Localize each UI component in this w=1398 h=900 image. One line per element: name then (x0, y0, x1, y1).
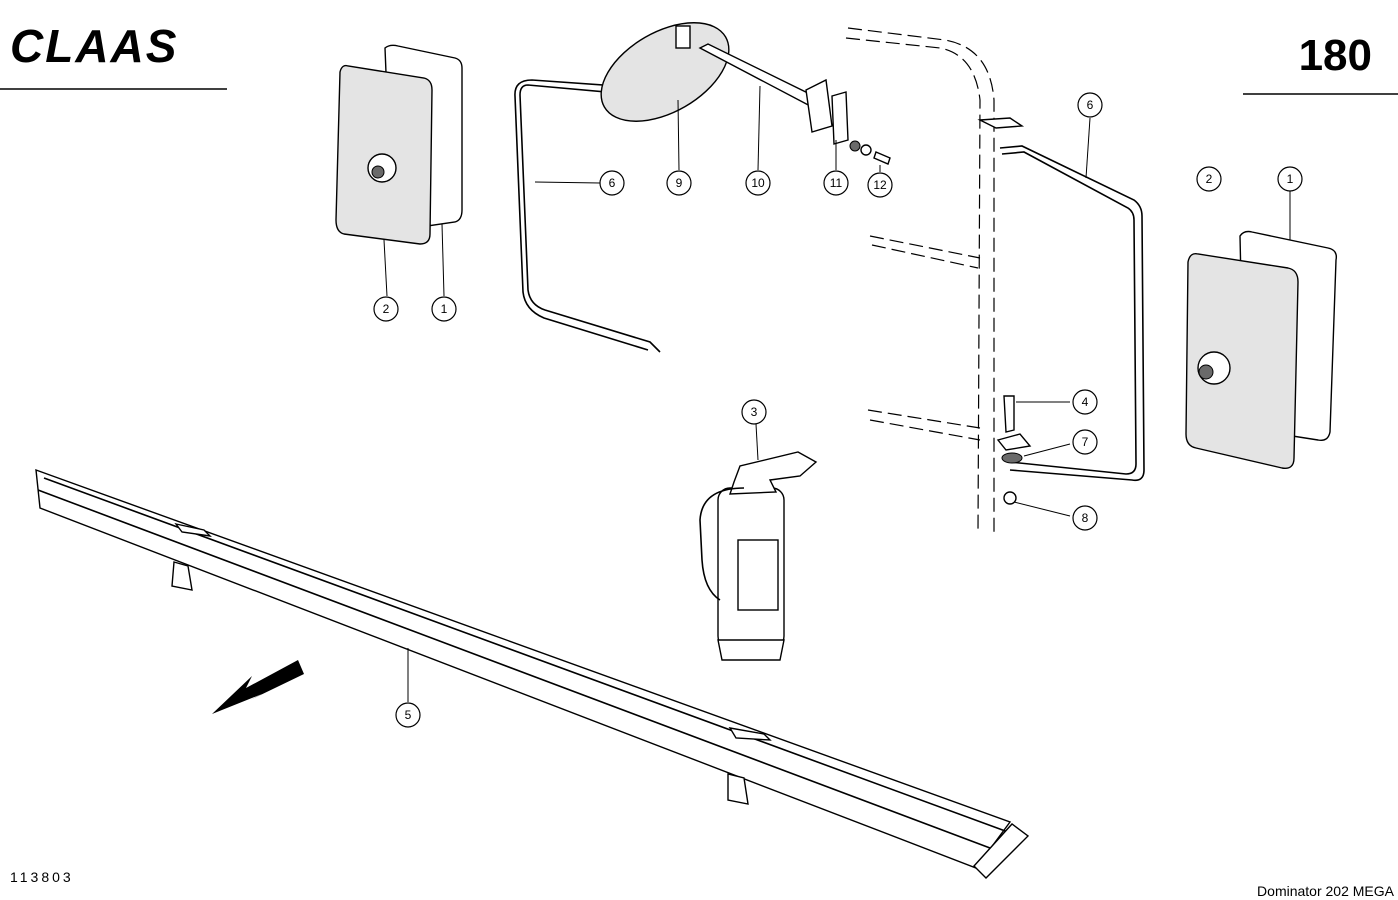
callout-side-rail: 5 (395, 702, 421, 728)
right-mirror-housing (1185, 252, 1299, 469)
svg-text:1: 1 (1287, 172, 1294, 186)
callout-mirror-arm: 10 (745, 170, 771, 196)
model-name: Dominator 202 MEGA (1257, 883, 1395, 899)
nut (1003, 491, 1017, 505)
header: CLAAS 180 (0, 20, 1398, 95)
side-rail-assembly (35, 468, 1030, 879)
callout-bolt: 4 (1072, 389, 1098, 415)
svg-text:12: 12 (873, 178, 887, 192)
top-mirror (600, 22, 730, 122)
svg-text:8: 8 (1082, 511, 1089, 525)
drawing-number: 113803 (10, 869, 74, 885)
left-mirror (335, 44, 463, 297)
callout-left-mirror-glass: 1 (431, 296, 457, 322)
brand-logo: CLAAS (10, 20, 178, 72)
clamp-bracket (805, 78, 833, 133)
top-mirror-pivot (675, 25, 691, 49)
callout-right-bracket: 6 (1077, 92, 1103, 118)
svg-text:4: 4 (1082, 395, 1089, 409)
svg-text:11: 11 (830, 176, 843, 190)
fire-extinguisher-label (737, 539, 779, 611)
direction-arrow-icon (212, 660, 304, 714)
svg-text:2: 2 (1206, 172, 1213, 186)
callout-screw: 12 (867, 172, 893, 198)
right-mirror (1185, 190, 1338, 469)
fire-extinguisher-base (717, 639, 785, 661)
svg-text:6: 6 (1087, 98, 1094, 112)
washer-small (849, 140, 861, 152)
right-bracket-assembly (996, 117, 1145, 517)
svg-text:3: 3 (751, 405, 758, 419)
right-mirror-ball-center (1198, 364, 1214, 380)
svg-text:10: 10 (751, 176, 765, 190)
bolt (1003, 395, 1015, 433)
svg-text:1: 1 (441, 302, 448, 316)
svg-text:2: 2 (383, 302, 390, 316)
callout-left-mirror-housing: 2 (373, 296, 399, 322)
svg-text:5: 5 (405, 708, 412, 722)
callout-washer: 7 (1072, 429, 1098, 455)
washer (1001, 452, 1023, 464)
footer: 113803 Dominator 202 MEGA (10, 869, 1395, 899)
clamp-plate (831, 91, 849, 145)
left-bracket (519, 84, 661, 353)
callout-nut: 8 (1072, 505, 1098, 531)
screw (873, 151, 891, 165)
fire-extinguisher-assembly (699, 423, 818, 661)
fire-extinguisher-valve (729, 451, 818, 495)
rail-mount-right (727, 773, 749, 805)
cab-frame (845, 27, 1025, 533)
rail-mount-left (171, 561, 193, 591)
top-mirror-assembly (514, 22, 891, 353)
nut-small (860, 144, 872, 156)
callout-fire-extinguisher: 3 (741, 399, 767, 425)
svg-text:6: 6 (609, 176, 616, 190)
callout-right-mirror-housing: 2 (1196, 166, 1222, 192)
callout-right-mirror-glass: 1 (1277, 166, 1303, 192)
mounting-plate (996, 433, 1032, 451)
page-number: 180 (1299, 31, 1372, 80)
callouts: 1 2 3 4 5 6 7 8 (373, 92, 1303, 728)
callout-clamp-plate: 11 (823, 170, 849, 196)
right-bracket (999, 145, 1145, 482)
callout-left-bracket: 6 (599, 170, 625, 196)
fire-extinguisher-hose (699, 487, 745, 601)
left-mirror-ball-center (371, 165, 385, 179)
svg-text:9: 9 (676, 176, 683, 190)
callout-top-mirror: 9 (666, 170, 692, 196)
svg-text:7: 7 (1082, 435, 1089, 449)
